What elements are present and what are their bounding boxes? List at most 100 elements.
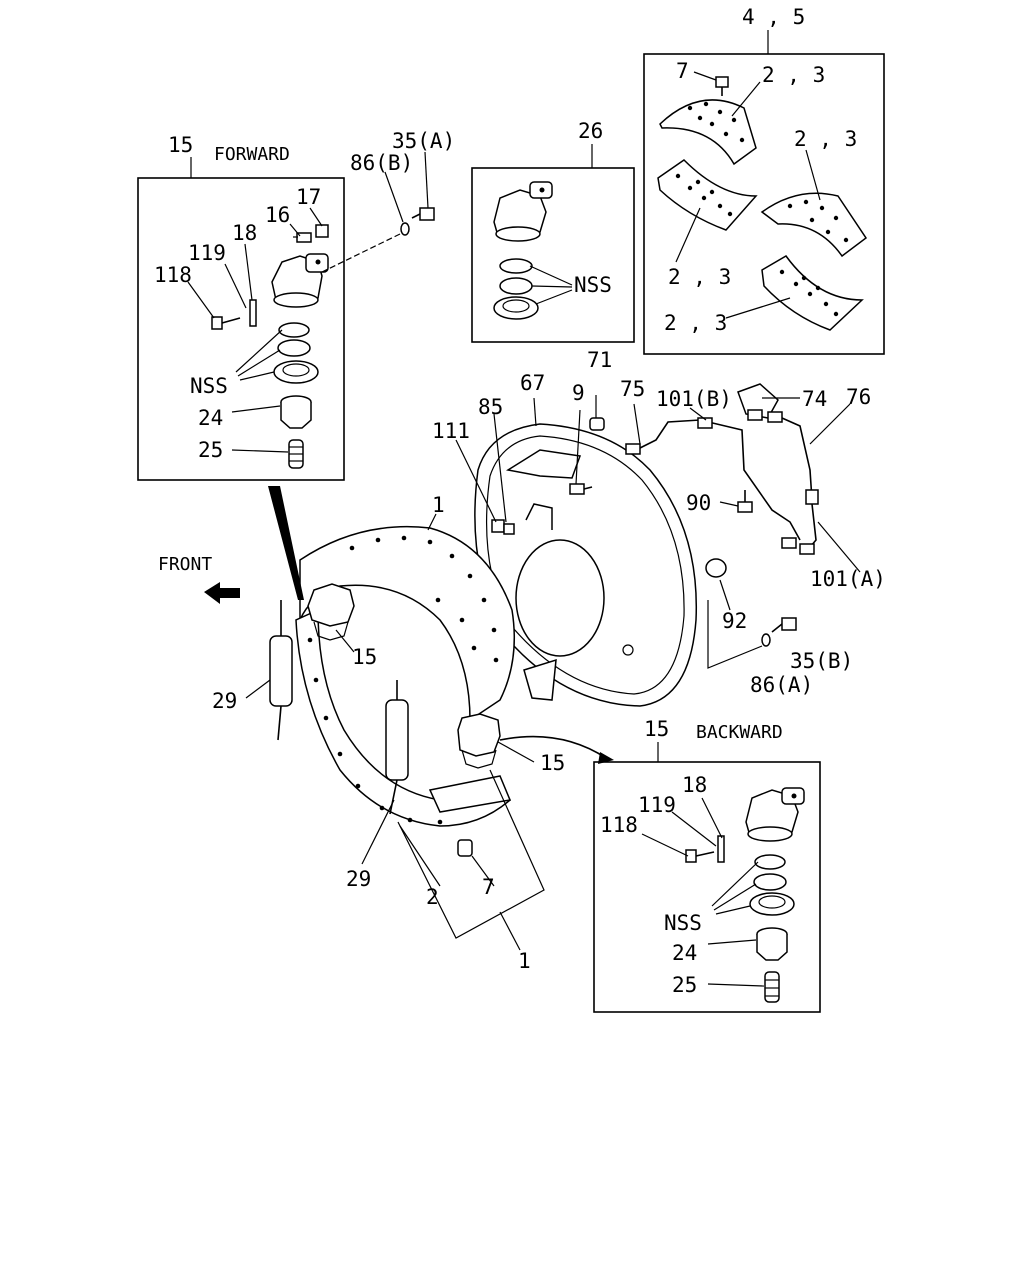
label-forward-24: 24 xyxy=(198,406,223,430)
backward-gear-24 xyxy=(756,927,788,961)
spring-29-left xyxy=(269,600,293,741)
forward-gear-24 xyxy=(280,395,312,429)
label-forward-118: 118 xyxy=(154,263,192,287)
lining-pad-4 xyxy=(761,255,864,331)
label-backward-nss: NSS xyxy=(664,911,702,935)
leader-f24 xyxy=(231,405,281,413)
brake-shoe-1 xyxy=(299,525,516,722)
label-clip-90: 90 xyxy=(686,491,711,515)
kit-box: 26 NSS xyxy=(471,119,635,343)
cam-lower-15 xyxy=(457,713,501,769)
label-bleeder-111: 111 xyxy=(432,419,470,443)
leader-fnss-2 xyxy=(237,349,281,377)
linings-box-number: 4 , 5 xyxy=(742,5,805,29)
backward-spring-25 xyxy=(764,971,780,1003)
label-backward-18: 18 xyxy=(682,773,707,797)
plug-92 xyxy=(705,558,727,578)
leader-f16 xyxy=(289,223,301,237)
label-fitting-71: 71 xyxy=(587,348,612,372)
forward-bolt-16 xyxy=(293,232,312,243)
forward-seals xyxy=(273,322,319,384)
label-shoe-1-bottom: 1 xyxy=(518,949,531,973)
forward-box-frame xyxy=(137,177,345,481)
fitting-71 xyxy=(589,417,605,431)
front-indicator: FRONT xyxy=(158,554,240,604)
leader-f118 xyxy=(187,281,215,319)
label-cam-15-upper: 15 xyxy=(352,645,377,669)
label-lining-23-c: 2 , 3 xyxy=(668,265,731,289)
label-nipple-85: 85 xyxy=(478,395,503,419)
lining-pad-1 xyxy=(659,99,757,166)
label-bolt-9: 9 xyxy=(572,381,585,405)
label-pin-7: 7 xyxy=(482,875,495,899)
hose-76 xyxy=(767,411,819,553)
backward-box-frame xyxy=(593,761,821,1013)
label-washer-86b: 86(B) xyxy=(350,151,413,175)
bolt-35b xyxy=(781,617,797,631)
forward-cam-head xyxy=(271,253,329,308)
fitting-101a xyxy=(781,537,815,555)
label-lining-23-b: 2 , 3 xyxy=(794,127,857,151)
kit-box-number: 26 xyxy=(578,119,603,143)
kit-seal-1 xyxy=(499,258,533,274)
kit-box-frame xyxy=(471,167,635,343)
label-bolt-35a: 35(A) xyxy=(392,129,455,153)
label-backward-118: 118 xyxy=(600,813,638,837)
label-washer-86a: 86(A) xyxy=(750,673,813,697)
backward-box: 15 BACKWARD xyxy=(593,717,821,1013)
washer-86b xyxy=(400,222,410,236)
pipe-75 xyxy=(625,419,801,541)
label-forward-16: 16 xyxy=(265,203,290,227)
forward-pin-18 xyxy=(249,299,257,327)
lining-pad-3 xyxy=(760,192,868,258)
forward-spring-25 xyxy=(288,439,304,469)
label-forward-18: 18 xyxy=(232,221,257,245)
label-forward-119: 119 xyxy=(188,241,226,265)
label-pipe-101b: 101(B) xyxy=(656,387,732,411)
backing-plate-67 xyxy=(474,423,698,707)
kit-cam-head xyxy=(493,181,553,242)
backward-cam-head xyxy=(745,787,805,842)
lining-bolt-7 xyxy=(715,76,729,96)
bolt-9 xyxy=(569,483,593,495)
label-spring-29-left: 29 xyxy=(212,689,237,713)
label-forward-nss: NSS xyxy=(190,374,228,398)
linings-box: 4 , 5 xyxy=(643,5,885,355)
label-lining-23-a: 2 , 3 xyxy=(762,63,825,87)
spring-29-bottom xyxy=(385,680,409,815)
label-plate-67: 67 xyxy=(520,371,545,395)
forward-box-title: FORWARD xyxy=(214,144,290,165)
bolt-35a-group: 35(A) 86(B) xyxy=(321,129,455,273)
backward-seals xyxy=(749,854,795,916)
bleeder-111 xyxy=(491,519,505,533)
leader-f18 xyxy=(244,243,253,301)
label-backward-25: 25 xyxy=(672,973,697,997)
label-backward-24: 24 xyxy=(672,941,697,965)
label-lining-7: 7 xyxy=(676,59,689,83)
label-forward-25: 25 xyxy=(198,438,223,462)
label-pipe-75: 75 xyxy=(620,377,645,401)
label-bolt-35b: 35(B) xyxy=(790,649,853,673)
forward-box: 15 FORWARD xyxy=(137,133,345,481)
label-backward-119: 119 xyxy=(638,793,676,817)
leader-fnss-3 xyxy=(239,371,275,381)
leader-f25 xyxy=(231,449,289,453)
brake-shoe-assembly xyxy=(295,525,516,827)
nipple-85 xyxy=(503,523,515,535)
label-pipe-101a: 101(A) xyxy=(810,567,886,591)
front-arrow-icon xyxy=(204,582,240,604)
cam-upper-15 xyxy=(307,583,355,641)
backward-bolt-118 xyxy=(685,849,715,863)
lining-pad-2 xyxy=(657,159,758,231)
label-shoe-2: 2 xyxy=(426,885,439,909)
forward-bolt-17 xyxy=(315,224,329,238)
washer-86a xyxy=(761,633,771,647)
front-text: FRONT xyxy=(158,554,212,575)
label-spring-29-bottom: 29 xyxy=(346,867,371,891)
pin-7 xyxy=(457,839,473,857)
backward-pointer-arrow xyxy=(499,735,607,759)
forward-pointer-arrow xyxy=(268,486,304,600)
backward-pin-18 xyxy=(717,835,725,863)
